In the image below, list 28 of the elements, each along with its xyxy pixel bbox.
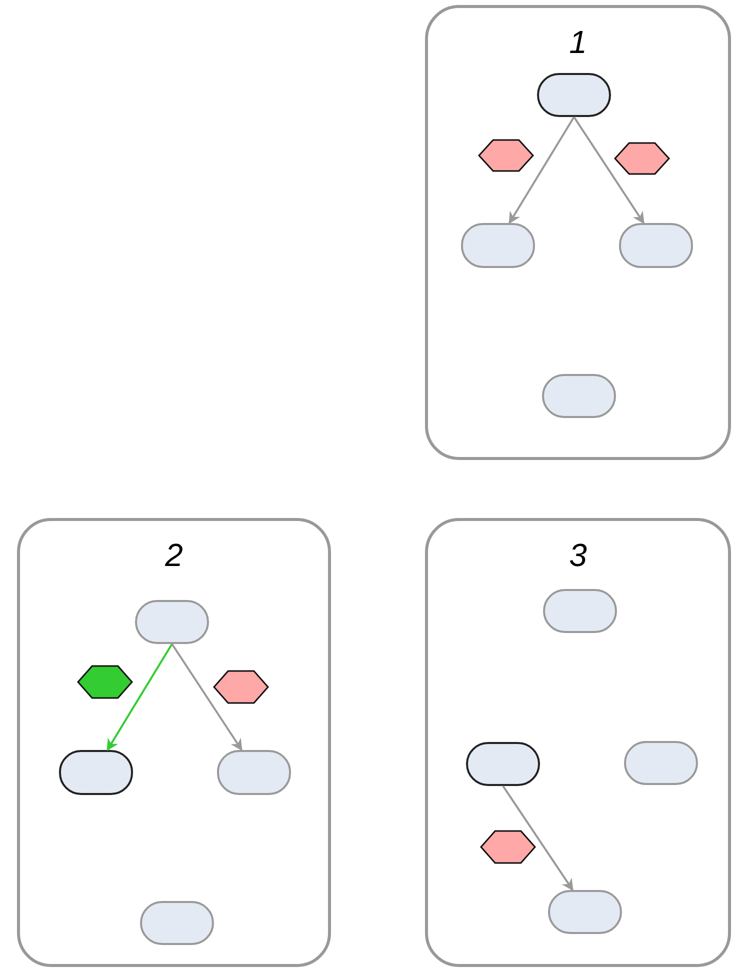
arrow	[573, 116, 645, 224]
rounded-node	[59, 750, 133, 795]
rounded-node	[548, 890, 622, 934]
rounded-node	[140, 901, 214, 945]
panel-number: 1	[569, 26, 587, 58]
rounded-node	[135, 600, 209, 644]
group-panel	[425, 518, 731, 967]
arrow	[502, 785, 574, 891]
arrow	[171, 643, 243, 751]
rounded-node	[543, 589, 617, 633]
panel-number: 3	[569, 539, 587, 571]
rounded-node	[542, 374, 616, 418]
rounded-node	[624, 741, 698, 785]
rounded-node	[466, 742, 540, 786]
hexagon-marker	[478, 139, 534, 172]
group-panel	[17, 518, 331, 967]
rounded-node	[619, 223, 693, 268]
rounded-node	[217, 750, 291, 795]
arrow	[508, 116, 575, 224]
rounded-node	[537, 73, 611, 117]
hexagon-marker	[77, 665, 133, 699]
group-panel	[425, 5, 731, 460]
hexagon-marker	[213, 670, 269, 704]
hexagon-marker	[480, 830, 536, 864]
panel-number: 2	[165, 539, 183, 571]
arrow	[106, 643, 173, 752]
rounded-node	[461, 223, 535, 268]
hexagon-marker	[614, 142, 670, 175]
